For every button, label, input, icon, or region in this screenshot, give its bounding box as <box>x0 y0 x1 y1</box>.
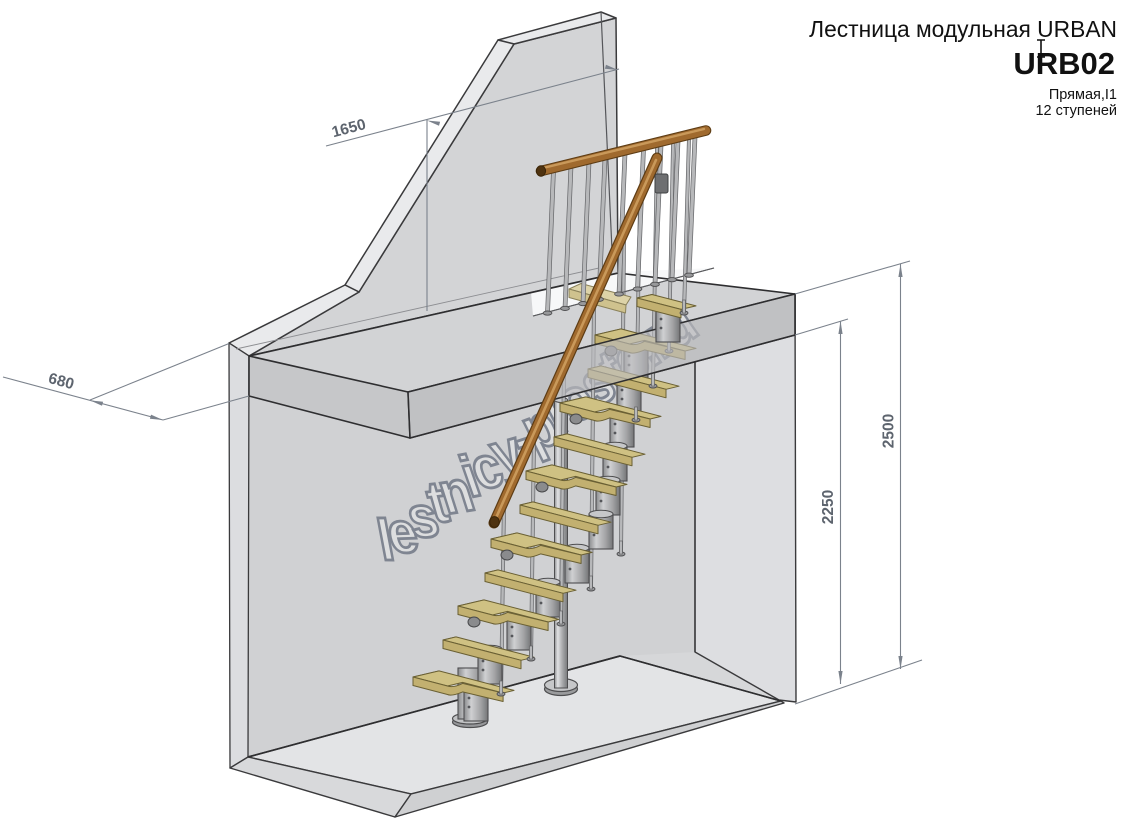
svg-text:URB02: URB02 <box>1013 46 1115 81</box>
svg-text:12 ступеней: 12 ступеней <box>1035 103 1117 119</box>
svg-text:2250: 2250 <box>820 490 837 524</box>
svg-text:Прямая,I1: Прямая,I1 <box>1049 87 1117 103</box>
svg-text:680: 680 <box>46 370 75 393</box>
svg-text:Лестница модульная URBAN: Лестница модульная URBAN <box>809 16 1117 42</box>
svg-text:2500: 2500 <box>881 414 898 448</box>
